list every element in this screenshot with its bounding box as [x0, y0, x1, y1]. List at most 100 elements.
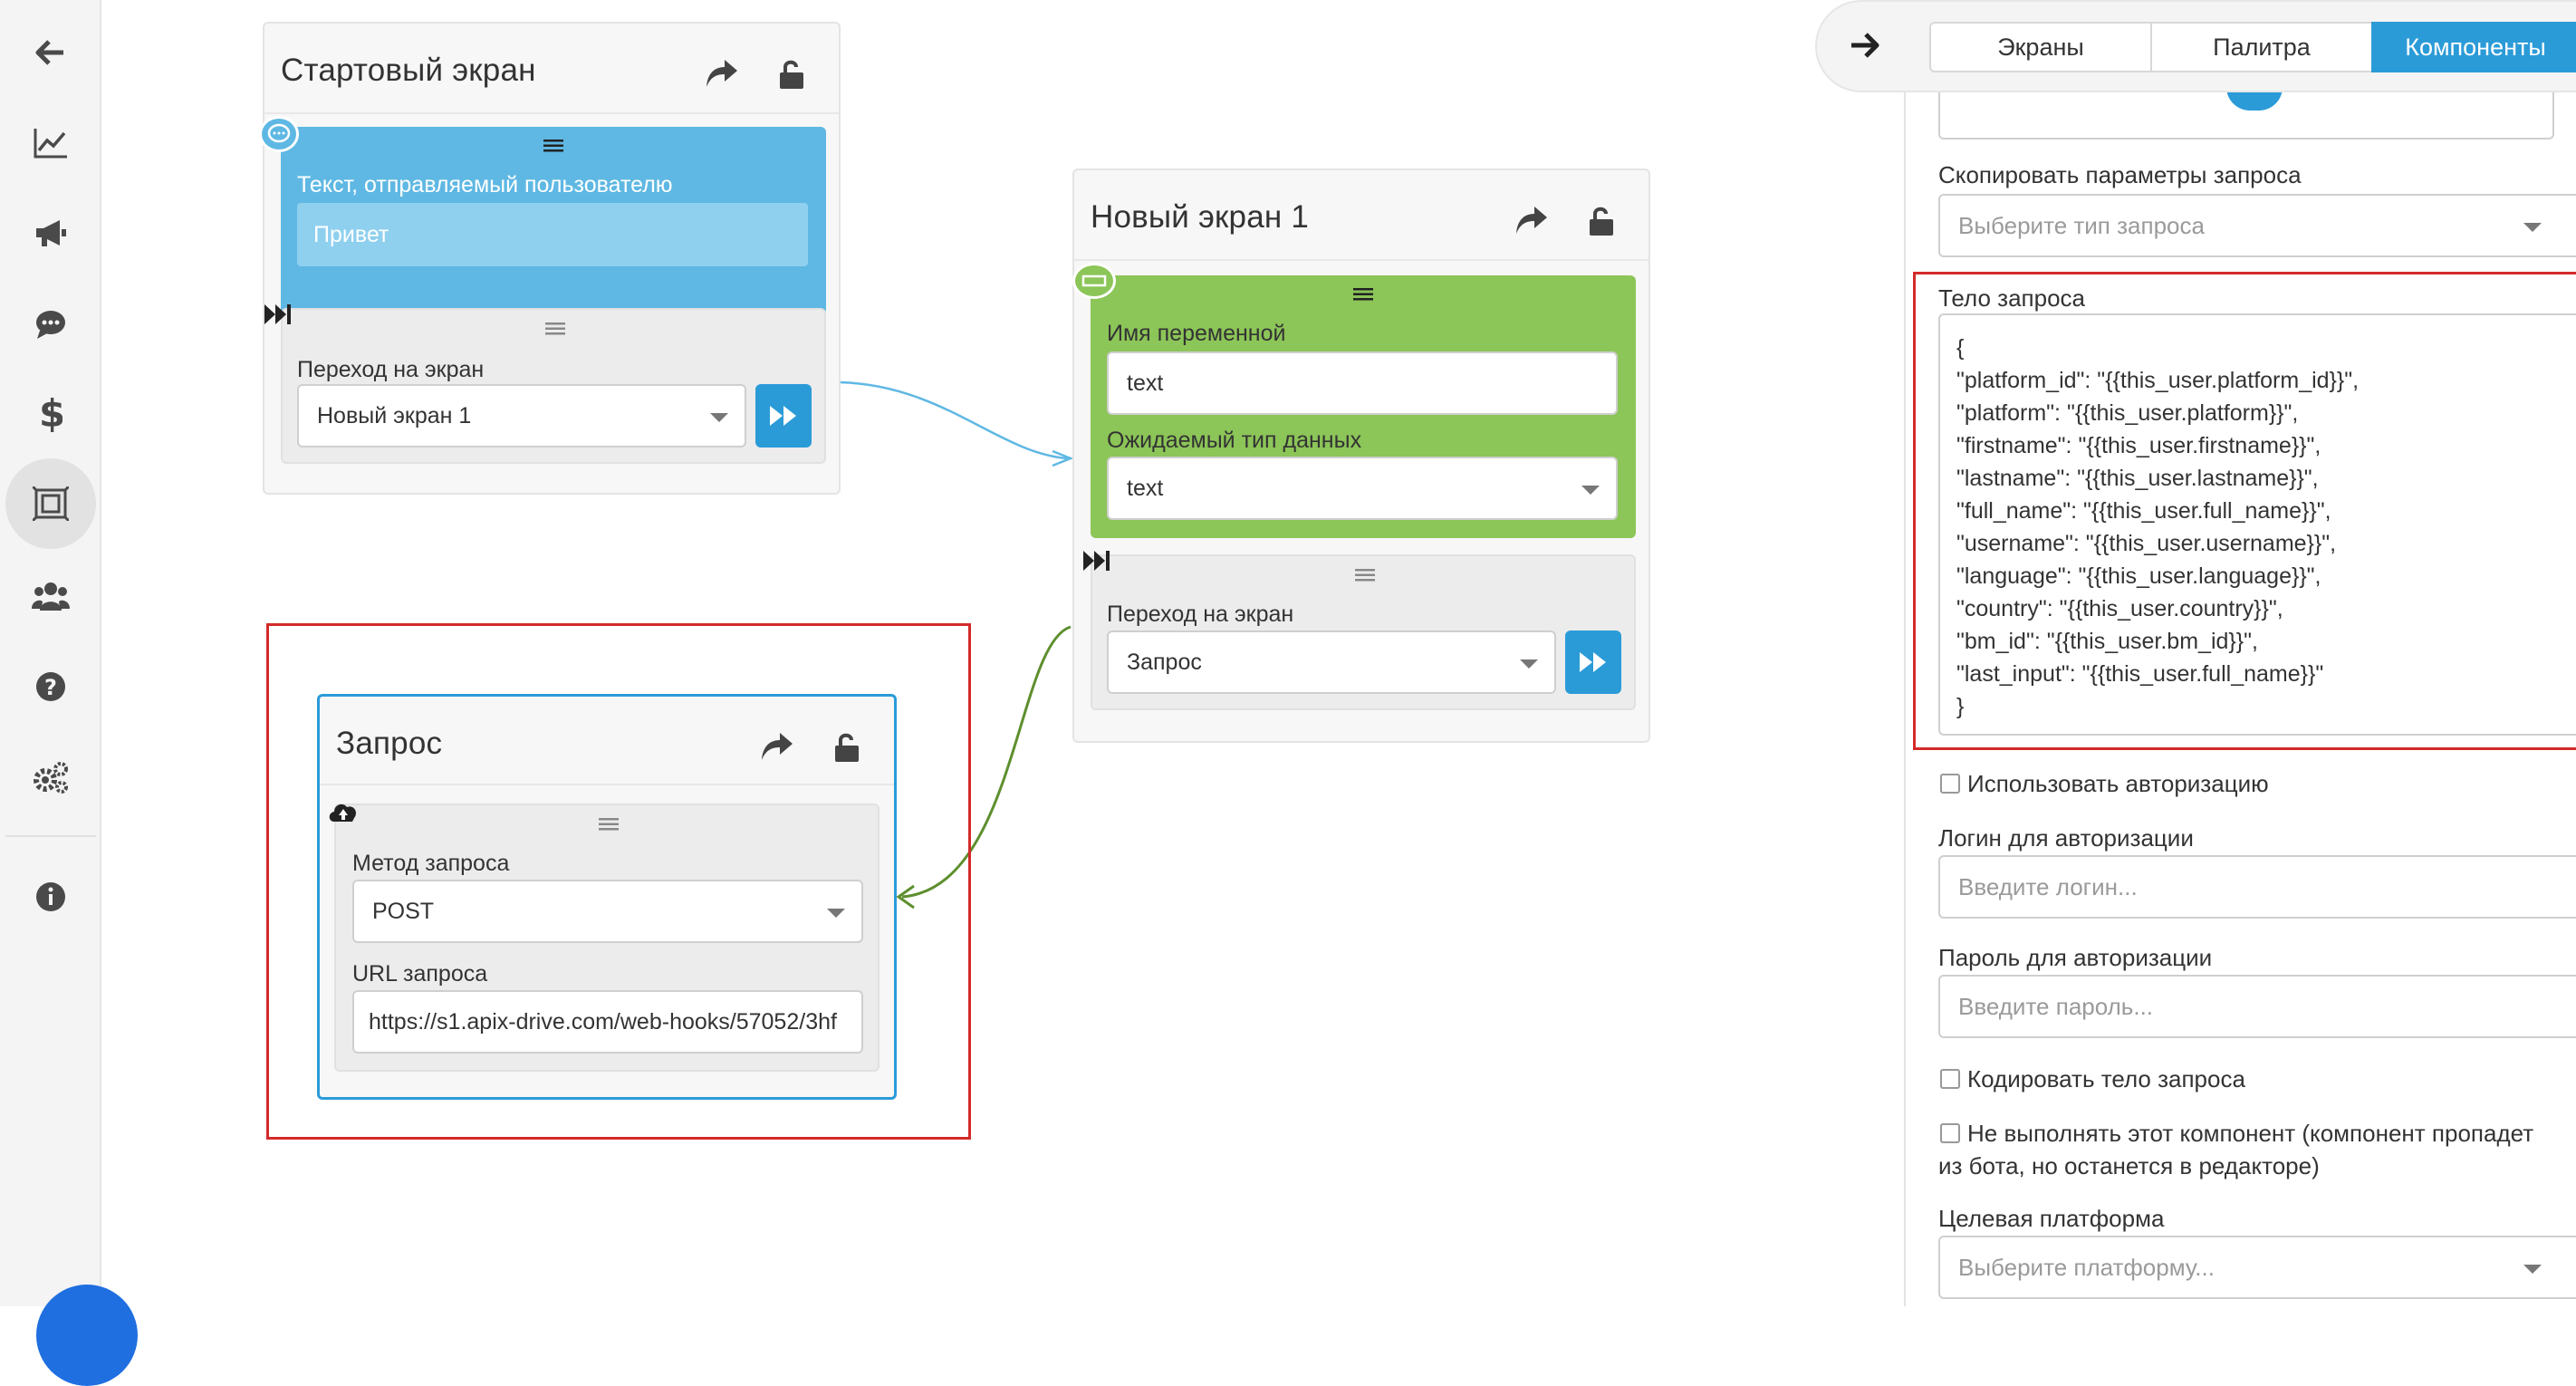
svg-text:?: ? — [44, 675, 57, 700]
chevron-down-icon — [710, 413, 728, 422]
login-input[interactable]: Введите логин... — [1938, 855, 2576, 919]
url-label: URL запроса — [352, 961, 488, 987]
chevron-down-icon — [1520, 659, 1538, 669]
info-icon[interactable] — [25, 871, 76, 922]
body-line: "platform": "{{this_user.platform}}", — [1956, 400, 2299, 426]
megaphone-icon[interactable] — [25, 208, 76, 259]
dollar-icon[interactable]: $ — [25, 388, 76, 438]
start-screen-card[interactable]: Стартовый экран Текст, отправляемый поль… — [259, 22, 841, 495]
method-label: Метод запроса — [352, 851, 510, 876]
text-message-block[interactable]: Текст, отправляемый пользователю Привет — [281, 127, 826, 315]
transition-select[interactable]: Запрос — [1107, 630, 1556, 694]
drag-handle-icon[interactable] — [1355, 569, 1375, 582]
unlock-icon[interactable] — [777, 58, 813, 94]
skip-component-label: Не выполнять этот компонент (компонент п… — [1967, 1120, 2534, 1147]
password-label: Пароль для авторизации — [1938, 944, 2213, 971]
body-line: "full_name": "{{this_user.full_name}}", — [1956, 498, 2331, 524]
body-line: "country": "{{this_user.country}}", — [1956, 596, 2283, 621]
share-icon[interactable] — [705, 58, 741, 94]
tab-components[interactable]: Компоненты — [2371, 22, 2576, 72]
arrow-left-icon[interactable] — [25, 27, 76, 78]
highlight-frame — [1913, 272, 2576, 750]
target-platform-select[interactable]: Выберите платформу... — [1938, 1236, 2576, 1299]
chevron-down-icon — [2523, 1265, 2542, 1274]
share-icon[interactable] — [1514, 205, 1551, 241]
use-auth-checkbox[interactable] — [1940, 774, 1960, 794]
card-title: Новый экран 1 — [1091, 199, 1309, 235]
drag-handle-icon[interactable] — [545, 322, 565, 335]
body-line: "username": "{{this_user.username}}", — [1956, 531, 2337, 556]
transition-block[interactable]: Переход на экран Запрос — [1091, 554, 1636, 710]
variable-name-input[interactable]: text — [1107, 351, 1618, 415]
go-to-screen-button[interactable] — [755, 384, 812, 448]
screens-icon[interactable] — [5, 458, 96, 549]
flow-canvas[interactable]: Стартовый экран Текст, отправляемый поль… — [101, 0, 1904, 1306]
transition-block[interactable]: Переход на экран Новый экран 1 — [281, 308, 826, 464]
encode-body-label: Кодировать тело запроса — [1967, 1065, 2245, 1092]
request-body-textarea[interactable]: { "platform_id": "{{this_user.platform_i… — [1938, 313, 2576, 736]
transition-select[interactable]: Новый экран 1 — [297, 384, 746, 448]
input-type-icon — [1072, 263, 1116, 299]
text-message-field[interactable]: Привет — [297, 203, 808, 266]
http-request-block[interactable]: Метод запроса POST URL запроса https://s… — [334, 804, 879, 1072]
connector-arrow-green — [896, 884, 915, 910]
sidebar: $ ? — [0, 0, 138, 1386]
svg-text:$: $ — [39, 394, 62, 432]
skip-component-label-cont: из бота, но останется в редакторе) — [1938, 1152, 2320, 1179]
chart-line-icon[interactable] — [25, 118, 76, 168]
chat-icon[interactable] — [25, 299, 76, 350]
transition-label: Переход на экран — [1107, 602, 1294, 627]
fast-forward-icon — [1083, 551, 1110, 571]
body-line: "firstname": "{{this_user.firstname}}", — [1956, 433, 2321, 458]
url-input[interactable]: https://s1.apix-drive.com/web-hooks/5705… — [352, 990, 863, 1054]
share-icon[interactable] — [760, 731, 796, 767]
body-line: } — [1956, 694, 1965, 719]
request-body-label: Тело запроса — [1938, 284, 2086, 312]
gears-icon[interactable] — [25, 752, 76, 803]
encode-body-checkbox[interactable] — [1940, 1069, 1960, 1089]
unlock-icon[interactable] — [832, 731, 869, 767]
method-select[interactable]: POST — [352, 880, 863, 943]
new-screen-card[interactable]: Новый экран 1 Имя переменной text Ожидае… — [1072, 168, 1650, 743]
message-type-icon — [259, 116, 299, 152]
user-input-block[interactable]: Имя переменной text Ожидаемый тип данных… — [1091, 275, 1636, 538]
text-block-label: Текст, отправляемый пользователю — [297, 172, 673, 197]
tab-screens[interactable]: Экраны — [1929, 22, 2152, 72]
body-line: "lastname": "{{this_user.lastname}}", — [1956, 466, 2319, 491]
copy-params-select[interactable]: Выберите тип запроса — [1938, 194, 2576, 257]
previous-field[interactable] — [1938, 87, 2554, 140]
drag-handle-icon[interactable] — [1353, 288, 1373, 301]
fast-forward-icon — [264, 304, 291, 324]
connector-new-to-request — [901, 625, 1072, 899]
chevron-down-icon — [2523, 223, 2542, 232]
panel-tabs: Экраны Палитра Компоненты — [1815, 0, 2576, 92]
login-label: Логин для авторизации — [1938, 824, 2194, 852]
use-auth-label: Использовать авторизацию — [1967, 770, 2269, 797]
users-icon[interactable] — [25, 571, 76, 621]
unlock-icon[interactable] — [1587, 205, 1623, 241]
variable-label: Имя переменной — [1107, 321, 1286, 346]
body-line: "platform_id": "{{this_user.platform_id}… — [1956, 368, 2360, 393]
copy-params-label: Скопировать параметры запроса — [1938, 161, 2302, 188]
sidebar-divider — [5, 835, 96, 837]
highlight-frame — [266, 623, 971, 1140]
cloud-upload-icon — [329, 804, 357, 822]
card-title: Стартовый экран — [281, 53, 536, 88]
help-icon[interactable]: ? — [25, 661, 76, 712]
skip-component-checkbox[interactable] — [1940, 1123, 1960, 1143]
body-line: "last_input": "{{this_user.full_name}}" — [1956, 661, 2324, 687]
go-to-screen-button[interactable] — [1565, 630, 1621, 694]
arrow-right-icon[interactable] — [1848, 29, 1880, 66]
body-line: { — [1956, 335, 1965, 361]
data-type-label: Ожидаемый тип данных — [1107, 428, 1362, 453]
chevron-down-icon — [1581, 486, 1600, 495]
card-title: Запрос — [336, 726, 443, 761]
password-input[interactable]: Введите пароль... — [1938, 975, 2576, 1038]
data-type-select[interactable]: text — [1107, 457, 1618, 520]
chevron-down-icon — [827, 909, 845, 918]
drag-handle-icon[interactable] — [543, 140, 563, 152]
connector-start-to-new — [839, 380, 1068, 460]
request-card[interactable]: Запрос Метод запроса POST URL запроса ht… — [317, 694, 897, 1100]
tab-palette[interactable]: Палитра — [2150, 22, 2373, 72]
drag-handle-icon[interactable] — [599, 818, 619, 831]
